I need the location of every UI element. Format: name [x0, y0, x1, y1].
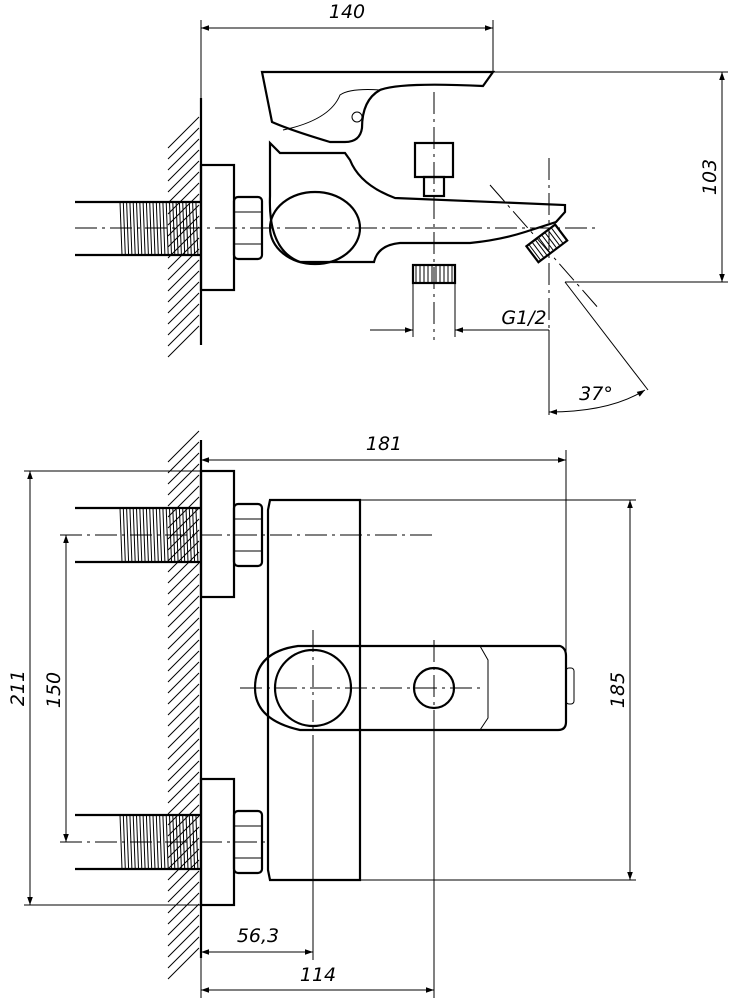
shower-outlet-top	[411, 263, 457, 285]
cartridge-cap-top	[268, 190, 362, 266]
dimension-56-3: 56,3	[201, 750, 314, 960]
dim-label-140: 140	[329, 1, 365, 23]
mixer-body-front	[266, 498, 362, 882]
top-view: 140 103 G1/2 37°	[75, 1, 728, 415]
lever-handle-front	[253, 644, 568, 732]
dim-label-56-3: 56,3	[237, 925, 279, 947]
nut-upper	[232, 502, 264, 568]
dimension-angle-37: 37°	[548, 281, 649, 415]
dimension-185: 185	[360, 499, 636, 881]
dim-label-150: 150	[43, 672, 65, 708]
pipe-inlet-top	[75, 200, 600, 257]
dimension-211: 211	[7, 470, 201, 906]
nut-lower	[232, 809, 264, 875]
dimension-181: 181	[201, 433, 567, 668]
dimension-140: 140	[200, 1, 494, 98]
dim-label-103: 103	[699, 159, 721, 195]
aerator-top	[524, 223, 569, 264]
dim-label-g12: G1/2	[501, 307, 546, 329]
pipe-inlet-lower	[60, 813, 270, 871]
dimension-g12: G1/2	[370, 283, 549, 337]
dimension-114: 114	[200, 730, 435, 998]
escutcheon-upper	[199, 469, 236, 599]
nut-top	[232, 195, 264, 261]
dim-label-181: 181	[366, 433, 402, 455]
front-view: 181 185 211 150 56,3	[7, 430, 636, 998]
pipe-inlet-upper	[60, 506, 435, 564]
dim-label-114: 114	[300, 964, 336, 986]
dim-label-185: 185	[607, 672, 629, 708]
dimension-150: 150	[43, 535, 69, 842]
dim-label-37: 37°	[579, 383, 613, 405]
dim-label-211: 211	[7, 670, 29, 706]
dimension-103: 103	[493, 71, 728, 283]
mixer-body-top	[268, 140, 567, 264]
lever-handle-top	[260, 70, 496, 144]
